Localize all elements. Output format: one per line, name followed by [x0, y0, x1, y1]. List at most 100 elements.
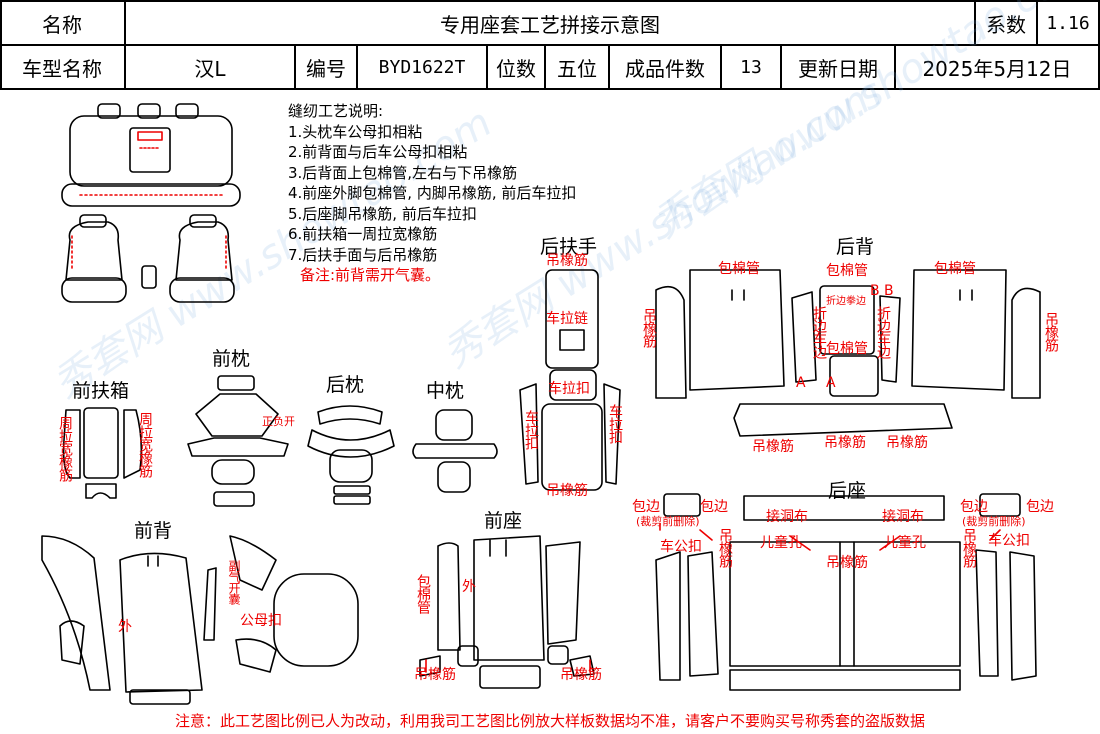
- annot-hang-elastic: 吊橡筋: [961, 528, 977, 567]
- name-label: 名称: [0, 2, 126, 44]
- rear-pillow-pieces: [307, 405, 395, 505]
- model-label: 车型名称: [0, 46, 126, 88]
- annot-edging: 包边: [632, 499, 660, 515]
- rear-seat-pieces: [655, 493, 1037, 691]
- annot-outer: 外: [462, 579, 476, 595]
- annot-fold-sew-small: 折边拳边: [826, 296, 866, 307]
- red-arrows: [425, 523, 1001, 673]
- annot-airbag-open: 副气开囊: [227, 560, 241, 604]
- annot-pull-buckle: 车拉扣: [548, 381, 590, 397]
- annot-fold-sew: 折边车边: [811, 306, 827, 358]
- annot-cut-note: (裁剪前删除): [636, 515, 700, 528]
- annot-hang-elastic: 吊橡筋: [546, 483, 588, 499]
- notes-title: 缝纫工艺说明:: [288, 102, 384, 120]
- annot-cut-note: (裁剪前删除): [962, 515, 1026, 528]
- annot-pull-buckle: 车拉扣: [523, 410, 539, 449]
- annot-hang-elastic: 吊橡筋: [560, 667, 602, 683]
- annot-car-buckle: 车公扣: [660, 539, 702, 555]
- annot-hole-cloth: 接洞布: [882, 509, 924, 525]
- section-front-back: 前背: [134, 520, 173, 542]
- code-value: BYD1622T: [358, 46, 488, 88]
- pieces-label: 成品件数: [610, 46, 722, 88]
- sewing-notes: 缝纫工艺说明: 1.头枕车公母扣相粘 2.前背面与后车公母扣相粘 3.后背面上包…: [288, 101, 576, 286]
- annot-wrap-tube: 包棉管: [415, 574, 431, 613]
- note-item: 7.后扶手面与后吊橡筋: [288, 245, 438, 264]
- annot-hang-elastic: 吊橡筋: [414, 667, 456, 683]
- annot-pull-buckle: 车拉扣: [607, 404, 623, 443]
- annot-male-female: 公母扣: [240, 613, 282, 629]
- header-bottom-border: [0, 88, 1100, 90]
- code-label: 编号: [296, 46, 358, 88]
- section-rear-back: 后背: [836, 236, 875, 258]
- annot-hang-elastic: 吊橡筋: [1043, 312, 1059, 351]
- page-title: 专用座套工艺拼接示意图: [126, 2, 976, 44]
- notes-remark: 备注:前背需开气囊。: [300, 266, 441, 284]
- note-item: 5.后座脚吊橡筋, 前后车拉扣: [288, 204, 477, 223]
- annot-hang-elastic: 吊橡筋: [546, 253, 588, 269]
- header-left-border: [0, 0, 2, 90]
- annot-child-hole: 儿童孔: [884, 535, 926, 551]
- annot-hole-cloth: 接洞布: [766, 509, 808, 525]
- coef-value: 1.16: [1046, 12, 1090, 34]
- note-item: 4.前座外脚包棉管, 内脚吊橡筋, 前后车拉扣: [288, 184, 577, 202]
- annot-pull-chain: 车拉链: [546, 311, 588, 327]
- footer-warning: 注意：此工艺图比例已人为改动，利用我司工艺图比例放大样板数据均不准，请客户不要购…: [174, 712, 925, 730]
- front-back-pieces: [41, 535, 359, 705]
- annot-mark-b: B: [884, 283, 894, 299]
- annot-wrap-tube: 包棉管: [718, 261, 760, 277]
- annot-edging: 包边: [700, 499, 728, 515]
- annot-mark-a: A: [796, 375, 806, 391]
- section-rear-pillow: 后枕: [326, 374, 365, 396]
- rear-back-pieces: [655, 269, 1041, 437]
- annot-edging: 包边: [1026, 499, 1054, 515]
- seats-value: 五位: [546, 46, 610, 88]
- date-value: 2025年5月12日: [922, 56, 1072, 81]
- note-item: 2.前背面与后车公母扣相粘: [288, 143, 468, 161]
- annot-hang-elastic: 吊橡筋: [824, 435, 866, 451]
- coef-label: 系数: [976, 2, 1038, 44]
- seats-label: 位数: [488, 46, 546, 88]
- section-rear-seat: 后座: [828, 480, 867, 502]
- front-seat-pieces: [419, 535, 595, 689]
- annot-mark-a: A: [826, 375, 836, 391]
- header-table: 名称 专用座套工艺拼接示意图 系数 1.16 车型名称 汉L 编号 BYD162…: [0, 0, 1100, 90]
- rear-armrest-pieces: [519, 269, 621, 491]
- date-label: 更新日期: [782, 46, 896, 88]
- annot-wrap-tube: 包棉管: [934, 261, 976, 277]
- header-mid-border: [0, 44, 1100, 46]
- annot-wrap-tube: 包棉管: [826, 263, 868, 279]
- annot-positive-open: 正负开: [262, 415, 295, 428]
- section-mid-pillow: 中枕: [426, 380, 465, 402]
- header-right-border: [1098, 0, 1100, 90]
- model-value: 汉L: [126, 46, 296, 88]
- front-seats-preview: [61, 214, 235, 303]
- front-pillow-pieces: [187, 375, 289, 507]
- annot-hang-elastic: 吊橡筋: [826, 555, 868, 571]
- section-front-armbox: 前扶箱: [72, 380, 130, 402]
- annot-hang-elastic: 吊橡筋: [717, 528, 733, 567]
- annot-outer: 外: [118, 619, 132, 635]
- annot-child-hole: 儿童孔: [760, 535, 802, 551]
- annot-fold-sew: 折边车边: [875, 306, 891, 358]
- section-rear-armrest: 后扶手: [540, 236, 598, 258]
- annot-around-wide-elastic: 周拉宽橡筋: [57, 416, 73, 481]
- annot-edging: 包边: [960, 499, 988, 515]
- annot-mark-b: B: [870, 283, 880, 299]
- note-item: 1.头枕车公母扣相粘: [288, 122, 423, 141]
- section-front-pillow: 前枕: [212, 348, 251, 370]
- annot-hang-elastic: 吊橡筋: [641, 308, 657, 347]
- note-item: 6.前扶箱一周拉宽橡筋: [288, 225, 438, 243]
- annot-around-wide-elastic: 周拉宽橡筋: [137, 412, 153, 477]
- note-item: 3.后背面上包棉管,左右与下吊橡筋: [288, 163, 518, 182]
- annot-hang-elastic: 吊橡筋: [886, 435, 928, 451]
- section-front-seat: 前座: [484, 510, 523, 532]
- mid-pillow-pieces: [412, 409, 498, 493]
- pieces-value: 13: [722, 46, 782, 88]
- annot-wrap-tube: 包棉管: [826, 341, 868, 357]
- annot-hang-elastic: 吊橡筋: [752, 439, 794, 455]
- header-top-border: [0, 0, 1100, 2]
- annot-car-buckle: 车公扣: [988, 533, 1030, 549]
- rear-seat-preview: [61, 103, 241, 207]
- front-armbox-pieces: [62, 407, 143, 499]
